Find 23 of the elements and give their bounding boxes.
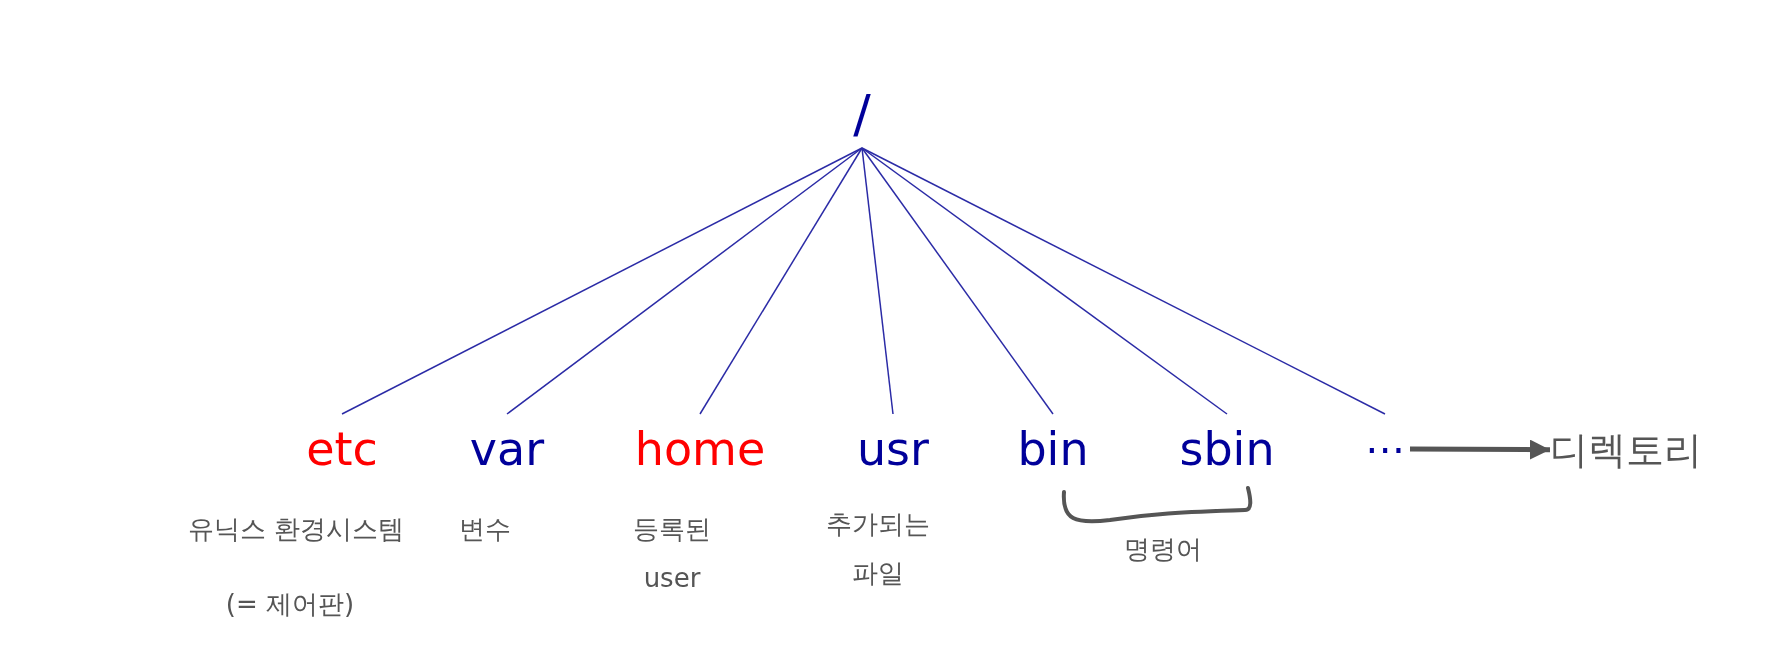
directory-label: usr xyxy=(838,414,948,484)
root-directory-label: / xyxy=(837,80,887,148)
tree-branch-line xyxy=(861,147,1386,415)
tree-branch-line xyxy=(699,147,863,415)
annotation-text: 등록된 user xyxy=(632,513,712,596)
tree-branch-line xyxy=(861,147,894,415)
directory-label: bin xyxy=(1003,414,1103,484)
tree-branch-line xyxy=(861,147,1054,415)
directory-label: ⋯ xyxy=(1360,414,1410,484)
annotation-text: 변수 xyxy=(458,513,512,546)
annotation-text: 추가되는 파일 xyxy=(825,508,931,591)
arrow xyxy=(1410,439,1550,460)
tree-branch-line xyxy=(506,147,863,415)
directory-label: sbin xyxy=(1167,414,1287,484)
tree-branch-line xyxy=(861,147,1228,415)
tree-branch-line xyxy=(341,147,863,415)
annotation-text: (= 제어판) xyxy=(224,588,356,621)
annotation-text: 명령어 xyxy=(1123,533,1203,566)
directory-label: var xyxy=(447,414,567,484)
directory-label: etc xyxy=(287,414,397,484)
directory-label: home xyxy=(620,414,780,484)
annotation-text: 유닉스 환경시스템 xyxy=(186,513,406,546)
annotation-text: 디렉토리 xyxy=(1550,420,1700,480)
